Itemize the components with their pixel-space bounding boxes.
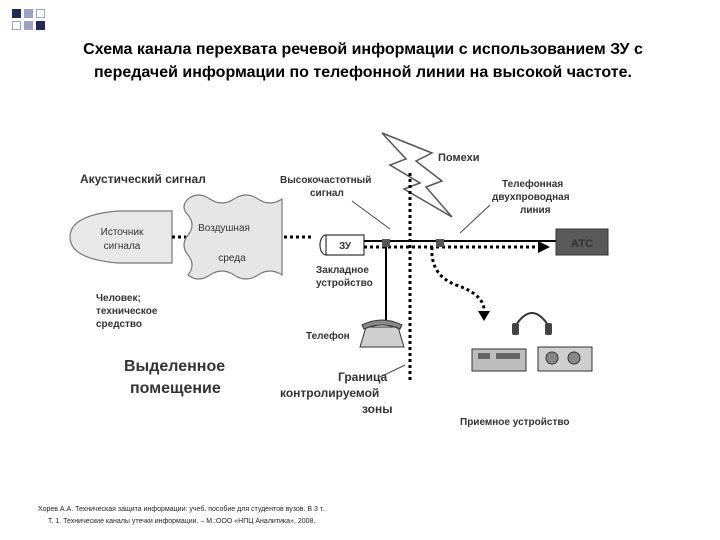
- receiver-label: Приемное устройство: [460, 417, 569, 428]
- corner-square: [36, 9, 45, 18]
- source-label-2: сигнала: [104, 241, 141, 252]
- phone-line-label-3: линия: [520, 205, 551, 216]
- phone-line-label-2: двухпроводная: [492, 192, 570, 203]
- corner-square: [24, 21, 33, 30]
- person-label-3: средство: [96, 319, 142, 330]
- phone-line-label-1: Телефонная: [502, 178, 563, 190]
- zone-border-label-2: контролируемой: [280, 386, 379, 400]
- person-label-2: техническое: [96, 306, 158, 317]
- ats-box: [555, 228, 609, 256]
- bug-device-shape: [325, 234, 365, 256]
- corner-square: [12, 9, 21, 18]
- slide-title: Схема канала перехвата речевой информаци…: [28, 38, 698, 84]
- air-label-1: Воздушная: [198, 223, 250, 234]
- source-label-1: Источник: [101, 227, 144, 238]
- signal-source-shape: [69, 210, 173, 264]
- citation-line-2: Т. 1. Технические каналы утечки информац…: [48, 518, 316, 525]
- citation-line-1: Хорев А.А. Техническая защита информации…: [38, 506, 325, 513]
- zone-border-label-1: Граница: [338, 370, 387, 384]
- citation: Хорев А.А. Техническая защита информации…: [38, 504, 324, 528]
- acoustic-signal-label: Акустический сигнал: [80, 172, 206, 186]
- ats-label: АТС: [571, 238, 593, 250]
- air-label-2: среда: [218, 253, 246, 264]
- bug-label-1: Закладное: [316, 265, 369, 276]
- junction-node: [382, 239, 390, 247]
- phone-line-pointer: [459, 204, 491, 234]
- hf-signal-label-1: Высокочастотный: [280, 175, 371, 186]
- zone-border-pointer: [379, 364, 406, 378]
- telephone-icon: [359, 319, 405, 348]
- corner-square: [24, 9, 33, 18]
- hf-signal-label-2: сигнал: [310, 188, 344, 199]
- receiver-arrowhead: [478, 311, 490, 321]
- interference-lightning-icon: [381, 132, 453, 218]
- title-line-1: Схема канала перехвата речевой информаци…: [83, 41, 643, 58]
- receiver-path-line: [430, 246, 486, 314]
- junction-node: [436, 239, 444, 247]
- bug-label-2: устройство: [316, 278, 373, 289]
- interference-label: Помехи: [438, 152, 479, 164]
- zone-border-label-3: зоны: [362, 402, 393, 416]
- telephone-label: Телефон: [306, 330, 350, 342]
- interception-channel-diagram: Помехи Акустический сигнал Источник сигн…: [69, 132, 609, 428]
- title-line-2: передачей информации по телефонной линии…: [94, 64, 632, 81]
- room-label-2: помещение: [130, 380, 221, 397]
- air-medium-shape: [183, 194, 283, 280]
- person-label-1: Человек;: [96, 293, 141, 304]
- receiver-equipment-icon: [471, 312, 593, 372]
- hf-arrowhead: [538, 241, 550, 253]
- bug-device-label: ЗУ: [339, 241, 352, 252]
- corner-square: [36, 21, 45, 30]
- hf-pointer-line: [351, 200, 391, 230]
- corner-square: [12, 21, 21, 30]
- room-label-1: Выделенное: [124, 358, 225, 375]
